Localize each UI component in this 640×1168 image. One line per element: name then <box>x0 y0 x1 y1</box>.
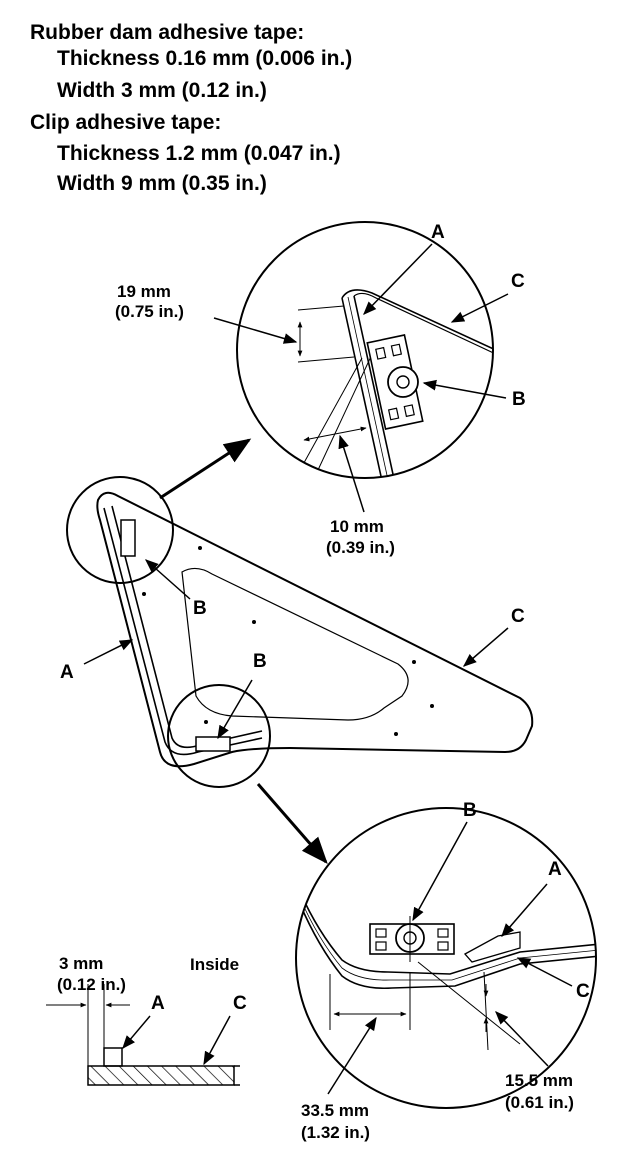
upper-detail-locator <box>66 476 174 584</box>
dim-33-5mm-in: (1.32 in.) <box>301 1123 370 1142</box>
upper-label-b: B <box>512 389 526 410</box>
dim-15-5mm-in: (0.61 in.) <box>505 1093 574 1112</box>
section-inside-label: Inside <box>190 955 239 974</box>
clip-tape-title: Clip adhesive tape: <box>30 111 222 134</box>
dim-19mm: 19 mm <box>117 282 171 301</box>
ceramic-inner-outline <box>181 567 409 721</box>
dim-10mm-in: (0.39 in.) <box>326 538 395 557</box>
section-label-c: C <box>233 993 247 1014</box>
rubber-dam-tape-title: Rubber dam adhesive tape: <box>30 21 305 44</box>
glass-section <box>87 1065 235 1086</box>
clip-tape-thickness: Thickness 1.2 mm (0.047 in.) <box>57 142 341 165</box>
rubber-dam-outer-edge <box>103 507 263 756</box>
glass-outline <box>96 491 534 768</box>
lower-detail-view <box>295 807 597 1109</box>
rubber-dam-tape-section <box>103 1047 123 1067</box>
lower-label-a: A <box>548 859 562 880</box>
dim-15-5mm: 15.5 mm <box>505 1071 573 1090</box>
lower-clip <box>195 736 231 752</box>
dim-3mm: 3 mm <box>59 954 103 973</box>
upper-clip <box>120 519 136 557</box>
upper-label-c: C <box>511 271 525 292</box>
upper-label-a: A <box>431 222 445 243</box>
upper-detail-clip <box>366 334 424 430</box>
section-label-a: A <box>151 993 165 1014</box>
lower-label-b: B <box>463 800 477 821</box>
dim-3mm-in: (0.12 in.) <box>57 975 126 994</box>
upper-detail-view <box>236 221 494 479</box>
panel-label-b-lower: B <box>253 651 267 672</box>
clip-tape-width: Width 9 mm (0.35 in.) <box>57 172 267 195</box>
panel-label-a: A <box>60 662 74 683</box>
quarter-glass-panel <box>96 491 534 768</box>
rubber-dam-thickness: Thickness 0.16 mm (0.006 in.) <box>57 47 353 70</box>
rubber-dam-width: Width 3 mm (0.12 in.) <box>57 79 267 102</box>
cross-section-view: Inside 3 mm (0.12 in.) A C <box>46 954 247 1086</box>
lower-detail-clip <box>369 916 455 962</box>
panel-label-b-upper: B <box>193 598 207 619</box>
panel-label-c: C <box>511 606 525 627</box>
dim-33-5mm: 33.5 mm <box>301 1101 369 1120</box>
lower-detail-locator <box>167 684 271 788</box>
dim-19mm-in: (0.75 in.) <box>115 302 184 321</box>
lower-label-c: C <box>576 981 590 1002</box>
dim-10mm: 10 mm <box>330 517 384 536</box>
